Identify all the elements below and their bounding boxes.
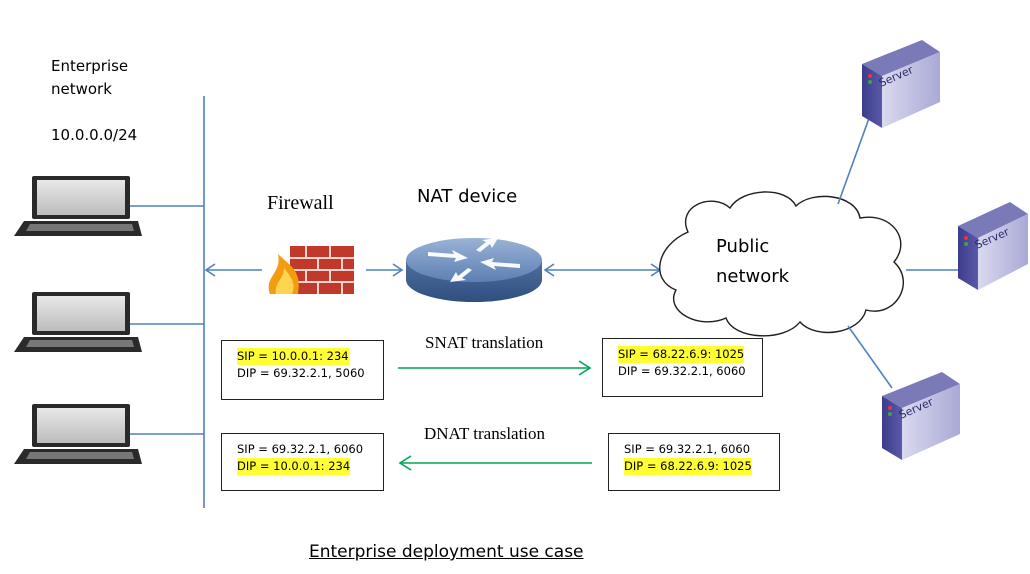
- snat-after-sip: SIP = 68.22.6.9: 1025: [618, 346, 745, 363]
- firewall-icon: [268, 246, 354, 294]
- dnat-arrow: [398, 455, 592, 471]
- firewall-to-nat-arrow: [366, 263, 404, 277]
- public-network-label-line1: Public: [716, 236, 770, 257]
- laptop-icon: [14, 292, 142, 352]
- cloud-to-server-1-link: [837, 109, 873, 205]
- public-network-label-line2: network: [716, 266, 790, 287]
- dnat-after-box: SIP = 69.32.2.1, 6060 DIP = 10.0.0.1: 23…: [221, 433, 384, 491]
- bus-to-firewall-arrow: [204, 263, 262, 277]
- dnat-after-sip: SIP = 69.32.2.1, 6060: [237, 442, 364, 456]
- snat-before-box: SIP = 10.0.0.1: 234 DIP = 69.32.2.1, 506…: [221, 340, 384, 400]
- dnat-before-dip: DIP = 68.22.6.9: 1025: [624, 458, 752, 475]
- firewall-label: Firewall: [267, 192, 334, 214]
- snat-before-sip: SIP = 10.0.0.1: 234: [237, 348, 349, 365]
- snat-after-dip: DIP = 69.32.2.1, 6060: [618, 364, 746, 378]
- cloud-icon: [659, 191, 904, 337]
- enterprise-network-label-line1: Enterprise: [51, 57, 129, 75]
- cloud-to-server-3-link: [847, 325, 893, 389]
- laptop-icon: [14, 176, 142, 236]
- enterprise-network-label-line2: network: [51, 80, 112, 98]
- router-icon: [406, 238, 542, 302]
- snat-translation-title: SNAT translation: [425, 333, 544, 352]
- dnat-before-box: SIP = 69.32.2.1, 6060 DIP = 68.22.6.9: 1…: [608, 433, 780, 491]
- nat-to-cloud-arrow: [543, 263, 662, 277]
- server-icon: [862, 40, 940, 128]
- server-icon: [882, 372, 960, 460]
- snat-after-box: SIP = 68.22.6.9: 1025 DIP = 69.32.2.1, 6…: [602, 338, 763, 397]
- dnat-after-dip: DIP = 10.0.0.1: 234: [237, 458, 351, 475]
- snat-arrow: [398, 360, 592, 376]
- laptop-icon: [14, 404, 142, 464]
- nat-device-label: NAT device: [417, 186, 518, 207]
- dnat-translation-title: DNAT translation: [424, 424, 546, 443]
- enterprise-subnet-label: 10.0.0.0/24: [51, 126, 138, 144]
- snat-before-dip: DIP = 69.32.2.1, 5060: [237, 366, 365, 380]
- server-icon: [958, 202, 1028, 290]
- diagram-caption: Enterprise deployment use case: [309, 542, 584, 562]
- dnat-before-sip: SIP = 69.32.2.1, 6060: [624, 442, 751, 456]
